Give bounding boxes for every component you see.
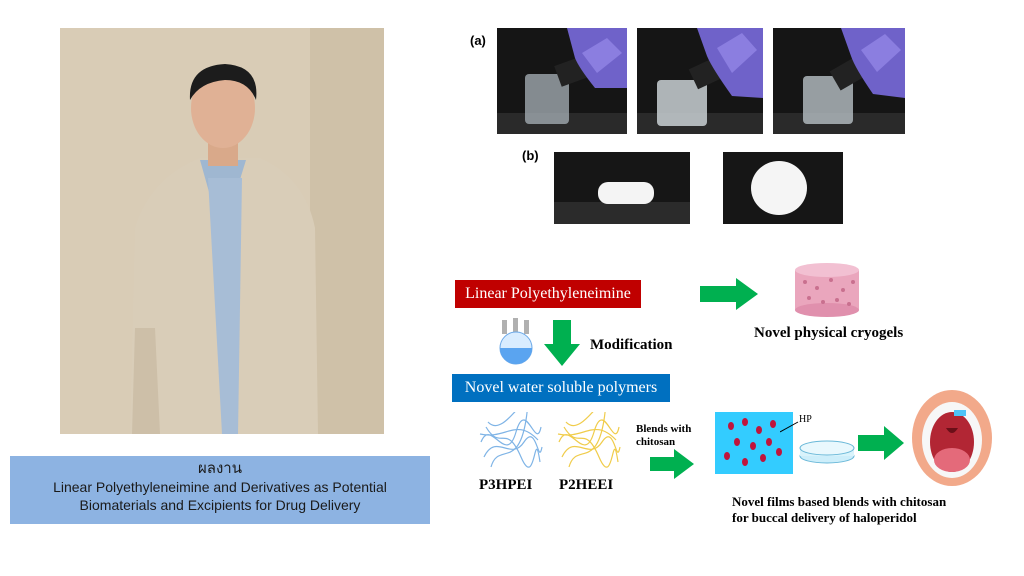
flask-icon (494, 318, 538, 371)
film-square-illustration (715, 412, 793, 474)
caption-line-2: Biomaterials and Excipients for Drug Del… (79, 497, 361, 513)
blends-line-1: Blends with (636, 423, 692, 435)
caption-title: ผลงาน (198, 460, 242, 477)
vial-photo-3 (773, 28, 905, 134)
arrow-right-cryogel (700, 278, 758, 315)
arrow-down-modification (544, 320, 580, 371)
blends-line-2: chitosan (636, 436, 676, 448)
petri-dish-illustration (798, 440, 856, 469)
films-caption: Novel films based blends with chitosan f… (732, 494, 946, 526)
hp-pointer-line (779, 420, 800, 438)
cryogel-side-photo (554, 152, 690, 224)
vial-photo-1 (497, 28, 627, 134)
cryogels-label: Novel physical cryogels (754, 325, 904, 341)
blends-label: Blends with chitosan (636, 423, 691, 449)
arrow-right-mouth (858, 426, 904, 465)
films-line-2: for buccal delivery of haloperidol (732, 510, 917, 525)
cryogel-cylinder-illustration (793, 262, 861, 323)
label-a: (a) (470, 33, 486, 48)
caption-box: ผลงาน Linear Polyethyleneimine and Deriv… (10, 456, 430, 524)
p2heei-tangle-illustration (554, 401, 624, 477)
polymer-label-1: P3HPEI (479, 477, 533, 493)
novel-polymers-box: Novel water soluble polymers (452, 374, 670, 402)
polymer-label-2: P2HEEI (559, 477, 614, 493)
films-line-1: Novel films based blends with chitosan (732, 494, 947, 509)
label-b: (b) (522, 148, 539, 163)
cryogel-top-photo (723, 152, 843, 224)
hp-label: HP (799, 414, 812, 425)
p3hpei-tangle-illustration (476, 401, 546, 477)
vial-photo-2 (637, 28, 763, 134)
open-mouth-illustration (910, 388, 994, 493)
arrow-right-blends (650, 449, 694, 484)
caption-line-1: Linear Polyethyleneimine and Derivatives… (53, 479, 387, 495)
portrait-photo (60, 28, 384, 434)
modification-label: Modification (590, 337, 673, 353)
lpei-box: Linear Polyethyleneimine (455, 280, 641, 308)
